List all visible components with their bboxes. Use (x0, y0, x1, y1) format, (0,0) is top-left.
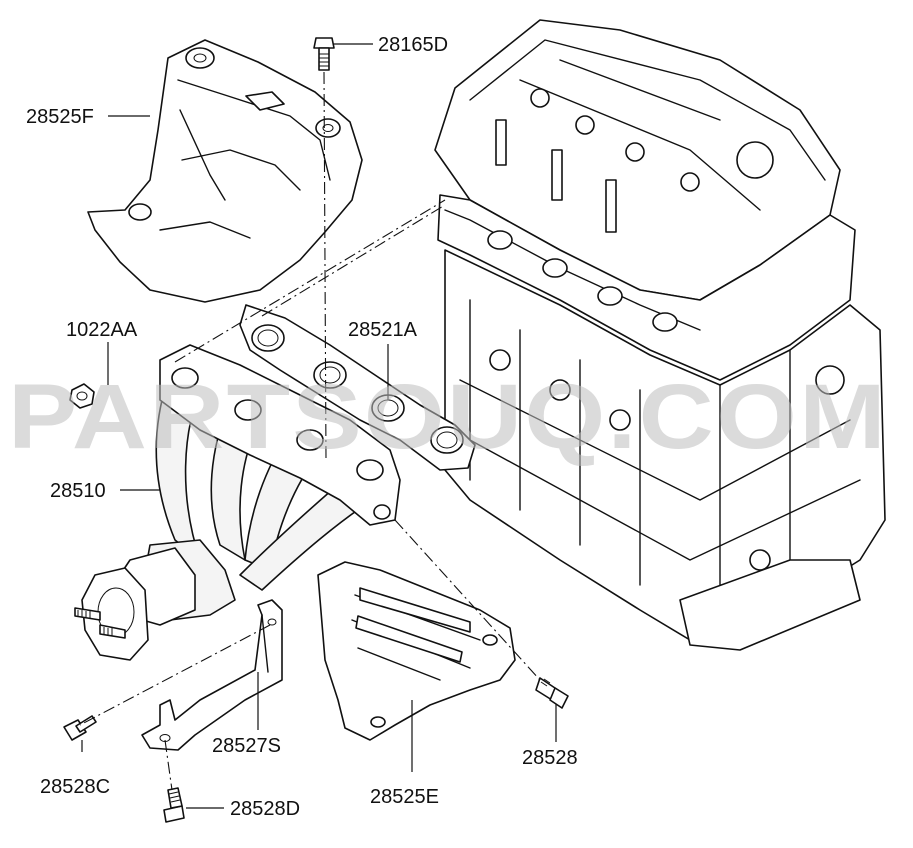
engine-block-illustration (434, 19, 886, 651)
watermark-text: PARTSOUQ.COM (8, 366, 888, 468)
part-label-28528D: 28528D (230, 798, 300, 820)
alignment-dash-lines (79, 71, 541, 791)
part-label-28510: 28510 (50, 480, 106, 502)
part-label-28521A: 28521A (348, 319, 418, 341)
part-label-28528C: 28528C (40, 776, 110, 798)
heat-shield-lower (317, 561, 516, 741)
heat-shield-upper (87, 39, 363, 303)
part-label-1022AA: 1022AA (66, 319, 138, 341)
part-label-28165D: 28165D (378, 34, 448, 56)
part-label-28528: 28528 (522, 747, 578, 769)
leader-lines (81, 43, 557, 809)
fastener-bolts (63, 37, 569, 823)
part-label-28525E: 28525E (370, 786, 439, 808)
exhaust-gasket (239, 304, 476, 471)
exhaust-manifold (74, 344, 401, 661)
part-labels: 28165D 28525F 1022AA 28521A 28510 28527S… (26, 34, 578, 820)
part-label-28527S: 28527S (212, 735, 281, 757)
part-label-28525F: 28525F (26, 106, 94, 128)
